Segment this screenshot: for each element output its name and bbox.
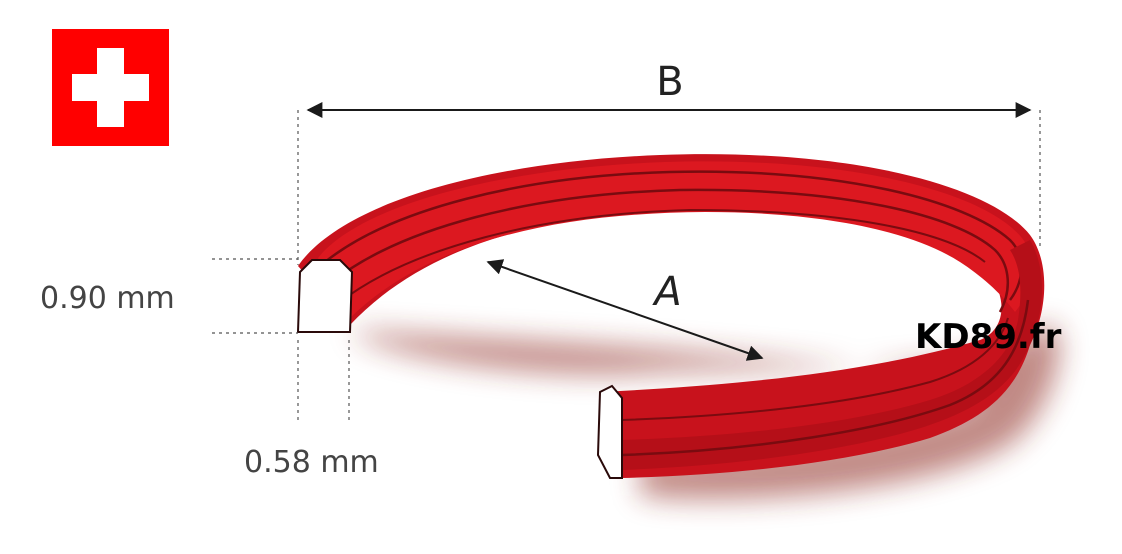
- ring-groove-3: [339, 208, 986, 303]
- label-a: A: [651, 269, 681, 315]
- dimension-a: A: [486, 259, 764, 361]
- ring-lower-groove: [621, 299, 1030, 457]
- flag-cross-horizontal: [72, 74, 149, 101]
- left-cut-end: [296, 259, 354, 333]
- dimension-b: B: [297, 59, 1041, 265]
- width-label: 0.58 mm: [244, 445, 379, 480]
- label-b: B: [656, 59, 683, 105]
- ring-lower-groove-2: [621, 317, 1009, 421]
- ring-groove-2: [331, 188, 1010, 313]
- height-label: 0.90 mm: [40, 281, 175, 316]
- ring-right-band: [622, 240, 1042, 470]
- swiss-flag-icon: [52, 29, 169, 146]
- dimension-width: 0.58 mm: [244, 340, 379, 480]
- right-cut-end: [596, 384, 623, 479]
- watermark-text: KD89.fr: [915, 317, 1062, 357]
- dimension-height: 0.90 mm: [40, 258, 298, 334]
- ring-groove-1: [324, 170, 1023, 301]
